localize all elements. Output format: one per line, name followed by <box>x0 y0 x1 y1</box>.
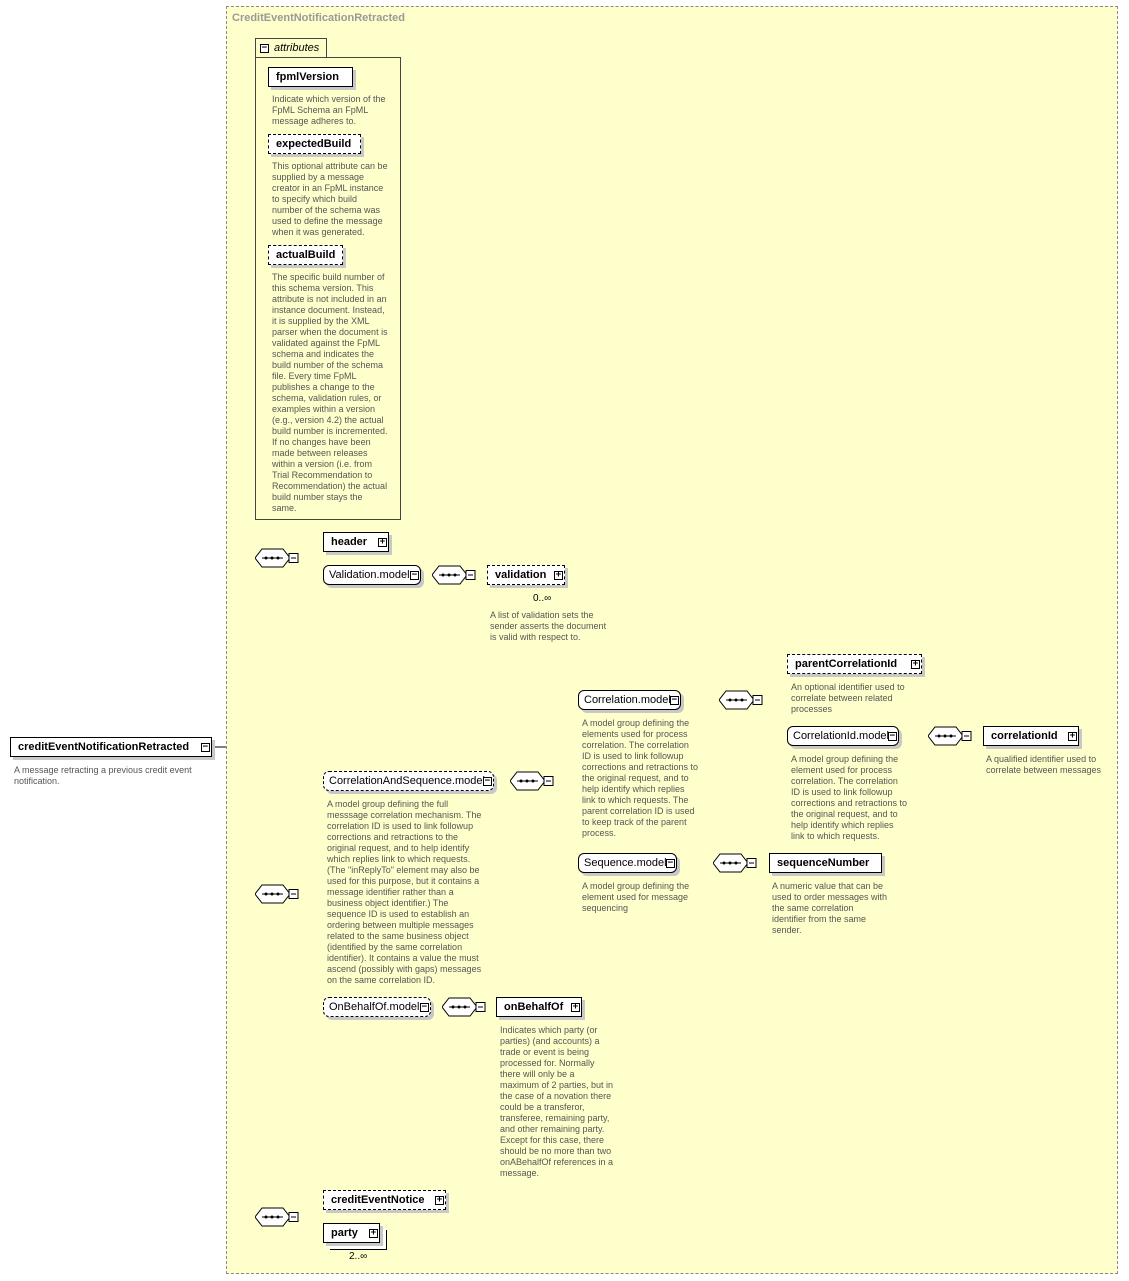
group-correlationid-model-label: CorrelationId.model <box>793 730 889 742</box>
sequence-compositor-icon[interactable] <box>432 565 476 587</box>
element-parentCorrelationId[interactable]: parentCorrelationId + <box>787 654 922 674</box>
attribute-actualBuild-doc: The specific build number of this schema… <box>272 272 388 513</box>
element-correlationId[interactable]: correlationId + <box>983 726 1079 746</box>
element-validation-label: validation <box>495 569 547 581</box>
element-party-label: party <box>331 1227 358 1239</box>
cardinality-label: 2..∞ <box>349 1251 368 1262</box>
element-party[interactable]: party + <box>323 1223 380 1243</box>
element-parentCorrelationId-label: parentCorrelationId <box>795 658 898 670</box>
attribute-expectedBuild-doc: This optional attribute can be supplied … <box>272 161 388 237</box>
element-creditEventNotice-label: creditEventNotice <box>331 1194 425 1206</box>
expand-icon[interactable]: + <box>554 570 563 580</box>
element-header-label: header <box>331 536 368 548</box>
expand-icon[interactable]: + <box>911 659 920 669</box>
collapse-icon[interactable]: − <box>670 695 679 705</box>
expand-icon[interactable]: + <box>571 1002 580 1012</box>
element-parentCorrelationId-doc: An optional identifier used to correlate… <box>791 682 905 714</box>
collapse-icon[interactable]: − <box>410 570 419 580</box>
group-correlation-model[interactable]: Correlation.model − <box>578 690 681 710</box>
sequence-compositor-icon[interactable] <box>255 884 299 906</box>
expand-icon[interactable]: + <box>435 1195 444 1205</box>
element-creditEventNotice[interactable]: creditEventNotice + <box>323 1190 446 1210</box>
group-validation-model[interactable]: Validation.model − <box>323 565 421 585</box>
collapse-icon[interactable]: − <box>260 43 269 53</box>
element-sequenceNumber-doc: A numeric value that can be used to orde… <box>772 881 888 935</box>
element-correlationId-doc: A qualified identifier used to correlate… <box>986 754 1102 775</box>
group-correlation-model-doc: A model group defining the elements used… <box>582 718 699 838</box>
group-correlation-and-sequence-doc: A model group defining the full messsage… <box>327 799 482 985</box>
expand-icon[interactable]: + <box>378 537 387 547</box>
expand-icon[interactable]: + <box>1068 731 1077 741</box>
group-correlation-and-sequence-label: CorrelationAndSequence.model <box>329 775 485 787</box>
collapse-icon[interactable]: − <box>420 1002 429 1012</box>
attribute-expectedBuild[interactable]: expectedBuild <box>268 134 361 154</box>
expand-icon[interactable]: + <box>369 1228 378 1238</box>
element-correlationId-label: correlationId <box>991 730 1058 742</box>
element-onBehalfOf-doc: Indicates which party (or parties) (and … <box>500 1025 614 1178</box>
collapse-icon[interactable]: − <box>888 731 897 741</box>
element-onBehalfOf-label: onBehalfOf <box>504 1001 564 1013</box>
cardinality-label: 0..∞ <box>533 593 552 604</box>
group-correlationid-model[interactable]: CorrelationId.model − <box>787 726 899 746</box>
sequence-compositor-icon[interactable] <box>928 726 972 748</box>
attribute-actualBuild[interactable]: actualBuild <box>268 245 343 265</box>
group-sequence-model-label: Sequence.model <box>584 857 667 869</box>
attributes-tab-label: attributes <box>274 42 320 54</box>
element-sequenceNumber[interactable]: sequenceNumber <box>769 853 882 873</box>
group-onbehalfof-model[interactable]: OnBehalfOf.model − <box>323 997 431 1017</box>
group-validation-model-label: Validation.model <box>329 569 410 581</box>
sequence-compositor-icon[interactable] <box>510 771 554 793</box>
sequence-compositor-icon[interactable] <box>719 690 763 712</box>
sequence-compositor-icon[interactable] <box>713 853 757 875</box>
group-sequence-model[interactable]: Sequence.model − <box>578 853 677 873</box>
sequence-compositor-icon[interactable] <box>255 548 299 570</box>
collapse-icon[interactable]: − <box>483 776 492 786</box>
root-element[interactable]: creditEventNotificationRetracted − <box>10 737 212 757</box>
type-title: CreditEventNotificationRetracted <box>232 12 405 24</box>
sequence-compositor-icon[interactable] <box>442 997 486 1019</box>
group-correlation-and-sequence-model[interactable]: CorrelationAndSequence.model − <box>323 771 494 791</box>
element-onBehalfOf[interactable]: onBehalfOf + <box>496 997 582 1017</box>
collapse-icon[interactable]: − <box>666 858 675 868</box>
sequence-compositor-icon[interactable] <box>255 1207 299 1229</box>
group-correlationid-model-doc: A model group defining the element used … <box>791 754 908 841</box>
collapse-icon[interactable]: − <box>201 742 210 752</box>
attributes-tab[interactable]: − attributes <box>255 38 327 58</box>
element-validation[interactable]: validation + <box>487 565 565 585</box>
attribute-fpmlVersion[interactable]: fpmlVersion <box>268 67 353 87</box>
root-element-label: creditEventNotificationRetracted <box>18 741 190 753</box>
group-correlation-model-label: Correlation.model <box>584 694 671 706</box>
group-onbehalfof-model-label: OnBehalfOf.model <box>329 1001 420 1013</box>
attribute-fpmlVersion-doc: Indicate which version of the FpML Schem… <box>272 94 386 126</box>
group-sequence-model-doc: A model group defining the element used … <box>582 881 690 913</box>
root-element-doc: A message retracting a previous credit e… <box>14 765 192 786</box>
element-validation-doc: A list of validation sets the sender ass… <box>490 610 607 642</box>
element-header[interactable]: header + <box>323 532 389 552</box>
